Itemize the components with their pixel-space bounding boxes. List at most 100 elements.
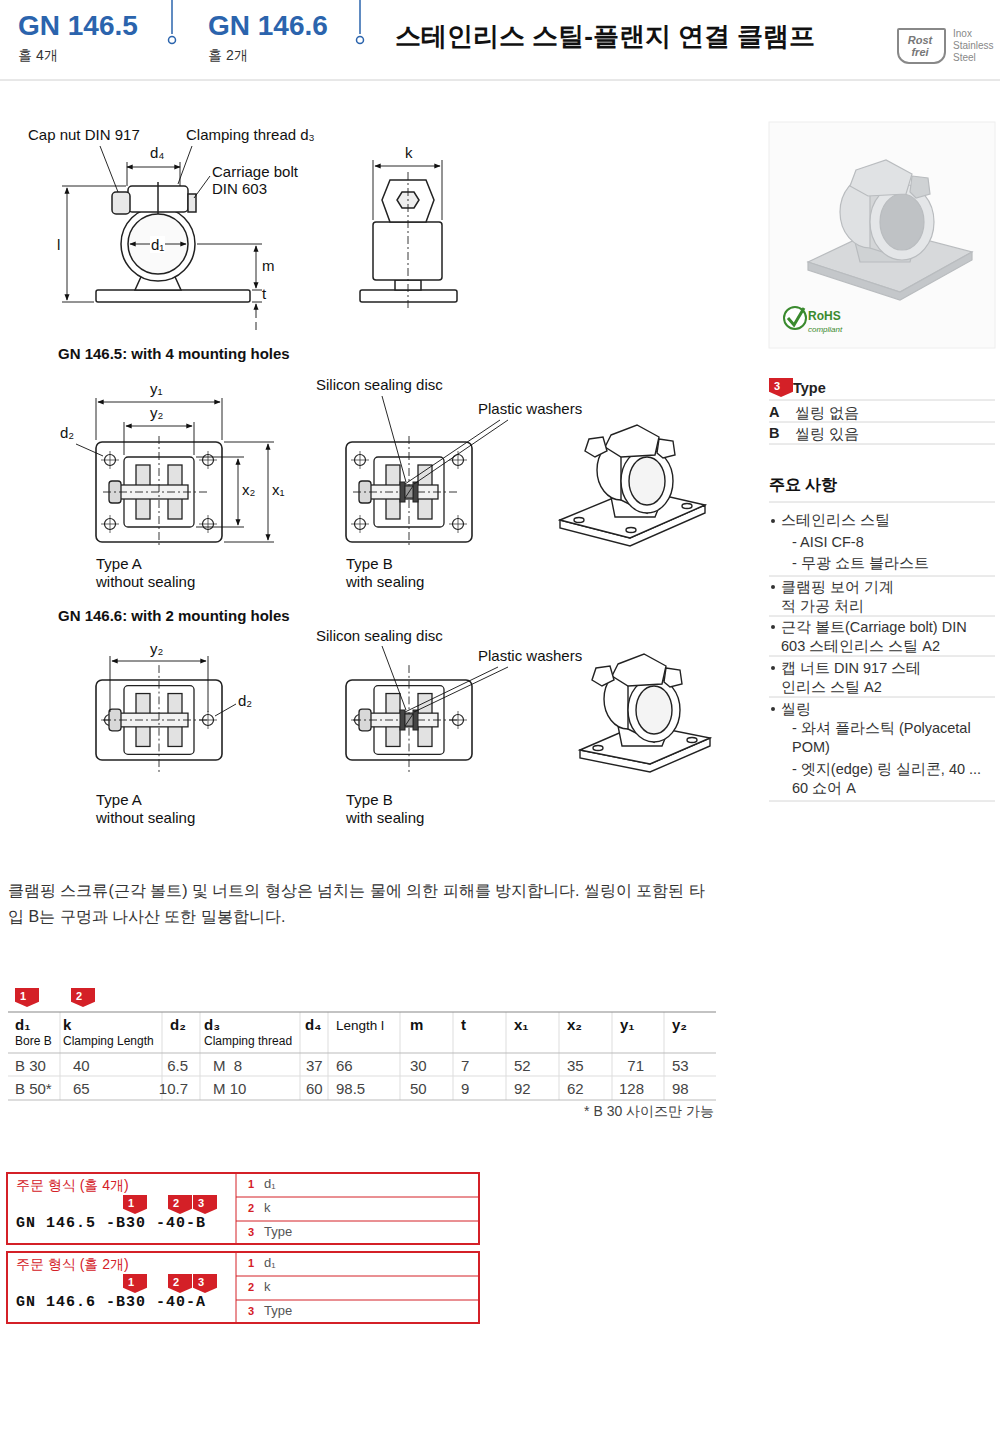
label-text: - 와셔 플라스틱 (Polyacetal POM) [792,719,987,757]
order-text: 주문 형식 (홀 2개) [16,1256,129,1272]
order-box: 주문 형식 (홀 2개)GN 146.6 -B30 -40-A1d₁2k3Typ… [6,1251,480,1324]
label-text: Type A [96,555,142,572]
label-text: GN 146.5: with 4 mounting holes [58,345,290,362]
label-text: 주요 사항 [769,476,837,494]
label-text: 40 [73,1057,90,1074]
label-text: Type B [346,555,393,572]
logo-text: Rost frei [900,35,940,58]
label-text: Steel [953,52,976,64]
label-text: Silicon sealing disc [316,376,443,393]
label-text: Clamping Length [63,1035,154,1049]
order-text: 주문 형식 (홀 4개) [16,1177,129,1193]
label-text: 92 [514,1080,531,1097]
label-text: 98.5 [336,1080,365,1097]
label-text: RoHS [808,310,841,324]
callout-number: 2 [168,1195,192,1214]
order-text: 3 [248,1226,254,1239]
label-text: 씰링 없음 [795,404,859,423]
label-text: d₁ [15,1016,30,1033]
label-text: Inox [953,28,972,40]
label-text: Bore B [15,1035,52,1049]
order-text: 2 [248,1202,254,1215]
label-text: 128 [604,1080,644,1097]
label-text: 홀 2개 [208,47,248,63]
label-text: y₂ [150,640,163,657]
label-text: d₂ [170,1016,186,1033]
callout-number-text: 1 [123,1277,139,1288]
order-text: k [264,1201,271,1216]
label-text: 71 [604,1057,644,1074]
order-text: 2 [248,1281,254,1294]
label-text: without sealing [96,809,195,826]
callout-number-text: 2 [71,991,87,1002]
label-text: B [769,425,779,442]
order-text: d₁ [264,1177,276,1192]
label-text: B 50* [15,1080,52,1097]
page-title: 스테인리스 스틸-플랜지 연결 클램프 [395,22,815,52]
label-text: d₁ [150,236,165,253]
callout-number-text: 3 [193,1198,209,1209]
label-text: Clamping thread d₃ [186,126,315,143]
label-text: x₁ [514,1016,529,1033]
label-text: d₂ [238,692,252,709]
label-text: M 10 [213,1080,246,1097]
label-text: 클램핑 보어 기계적 가공 처리 [781,578,896,616]
label-text: 9 [461,1080,469,1097]
label-text: x₂ [567,1016,582,1033]
label-text: Type [793,380,826,397]
order-text: Type [264,1225,292,1240]
label-text: x₁ [272,481,285,498]
label-text: A [769,404,779,421]
label-text: GN 146.5 [18,10,138,42]
callout-number: 1 [123,1195,147,1214]
callout-number: 3 [769,378,793,397]
label-text: k [63,1016,71,1033]
label-text: l [57,236,60,253]
label-text: 62 [567,1080,584,1097]
label-text: m [410,1016,423,1033]
label-text: * B 30 사이즈만 가능 [514,1103,714,1119]
label-text: 35 [567,1057,584,1074]
label-text: Type B [346,791,393,808]
order-text: GN 146.5 -B30 -40-B [16,1215,206,1232]
label-text: - 엣지(edge) 링 실리콘, 40 ... 60 쇼어 A [792,760,987,798]
order-text: GN 146.6 -B30 -40-A [16,1294,206,1311]
label-text: Silicon sealing disc [316,627,443,644]
label-text: 스테인리스 스틸 [781,511,890,530]
label-text: d₂ [60,424,74,441]
label-text: 홀 4개 [18,47,58,63]
callout-number-text: 3 [193,1277,209,1288]
label-text: 52 [514,1057,531,1074]
order-text: d₁ [264,1256,276,1271]
label-text: 클램핑 스크류(근각 볼트) 및 너트의 형상은 넘치는 물에 의한 피해를 방… [8,878,720,931]
label-text: 98 [672,1080,689,1097]
callout-number-text: 3 [769,381,785,392]
brand-logo: Rost frei [897,28,946,64]
label-text: t [262,285,266,302]
label-text: 60 [306,1080,323,1097]
label-text: d₄ [305,1016,321,1033]
label-text: Stainless [953,40,994,52]
label-text: without sealing [96,573,195,590]
label-text: compliant [808,325,842,334]
callout-number-text: 1 [123,1198,139,1209]
label-text: GN 146.6 [208,10,328,42]
label-text: Plastic washers [478,647,582,664]
label-text: - 무광 쇼트 블라스트 [792,554,929,573]
label-text: y₁ [620,1016,635,1033]
callout-number: 3 [193,1274,217,1293]
label-text: Plastic washers [478,400,582,417]
label-text: 씰링 있음 [795,425,859,444]
label-text: Cap nut DIN 917 [28,126,140,143]
label-text: t [461,1016,466,1033]
label-text: y₁ [150,380,163,397]
callout-number: 3 [193,1195,217,1214]
order-text: 1 [248,1257,254,1270]
callout-number-text: 2 [168,1277,184,1288]
order-text: 3 [248,1305,254,1318]
label-text: d₄ [150,144,164,161]
order-text: k [264,1280,271,1295]
label-text: 씰링 [781,700,811,719]
label-text: 65 [73,1080,90,1097]
